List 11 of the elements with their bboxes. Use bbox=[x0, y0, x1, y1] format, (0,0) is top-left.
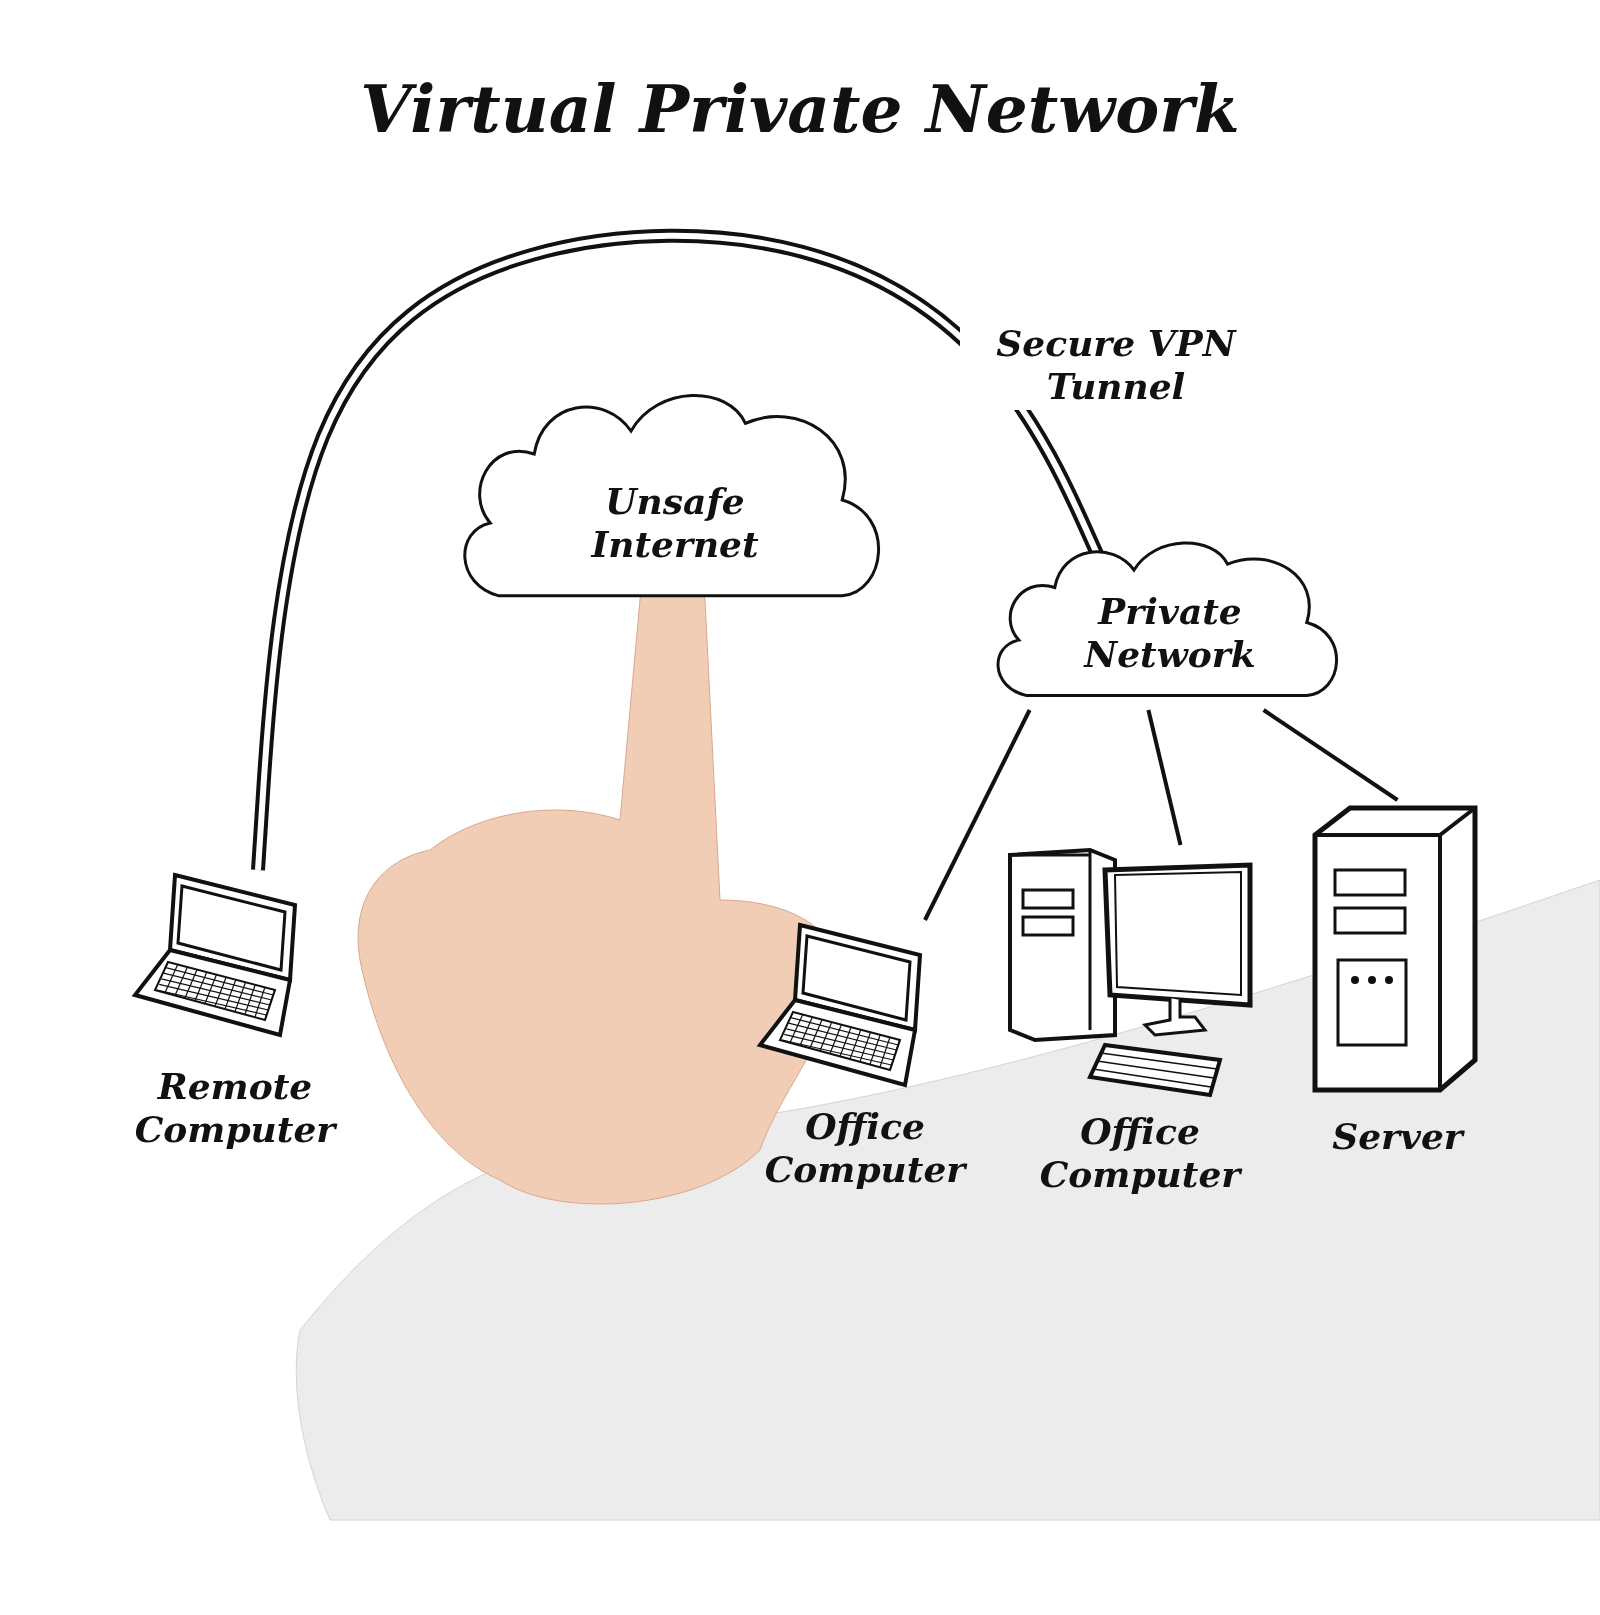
cloud-label: Unsafe Internet bbox=[589, 480, 760, 567]
connector-line bbox=[1146, 709, 1183, 846]
connector-line bbox=[923, 709, 1032, 921]
tunnel-line bbox=[251, 228, 1105, 871]
device-label: Remote Computer bbox=[133, 1065, 339, 1152]
device-label: Office Computer bbox=[1038, 1110, 1244, 1197]
connector-line bbox=[1262, 708, 1399, 802]
cloud-label: Private Network bbox=[1082, 590, 1257, 677]
title: Virtual Private Network bbox=[359, 70, 1241, 148]
device-label: Office Computer bbox=[763, 1105, 969, 1192]
device-label: Server bbox=[1331, 1115, 1466, 1159]
